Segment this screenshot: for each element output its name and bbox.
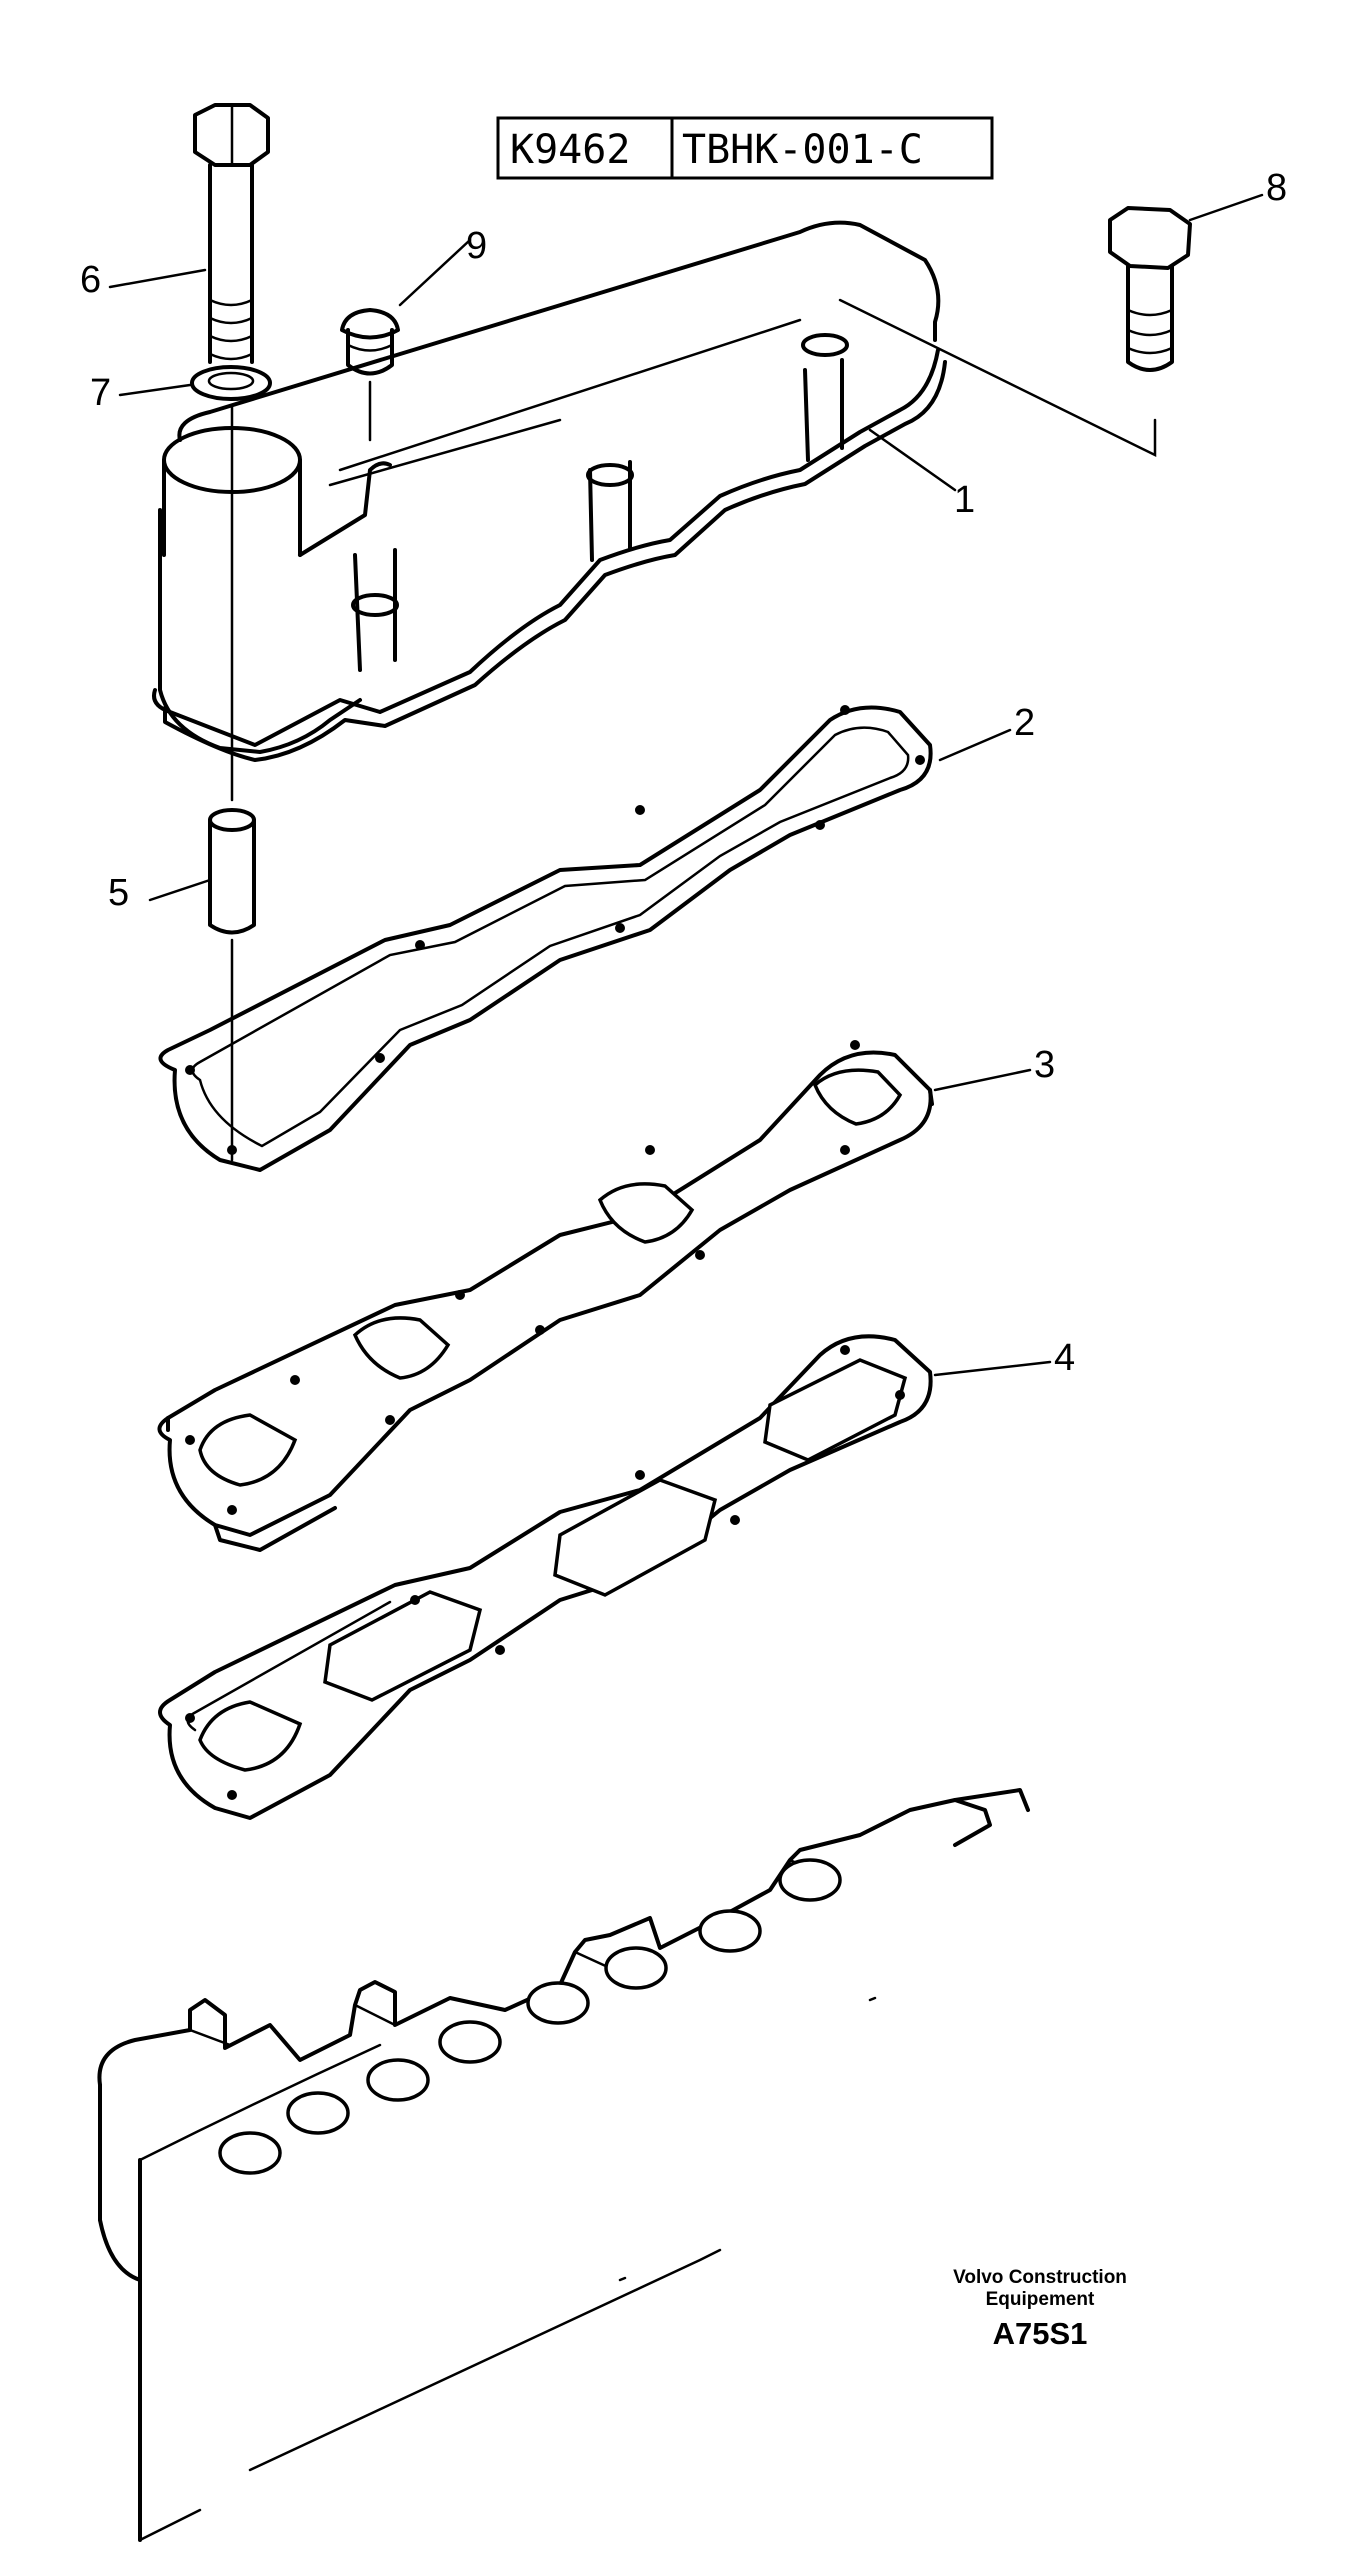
part-2-gasket <box>158 705 933 1172</box>
part-5-sleeve <box>208 808 256 1162</box>
callout-2: 2 <box>1014 702 1035 744</box>
part-3-gasket-plate <box>157 1040 934 1552</box>
part-9-plug <box>340 308 400 442</box>
part-1-valve-cover <box>152 220 947 802</box>
callout-4: 4 <box>1054 1337 1075 1379</box>
callout-5: 5 <box>108 872 129 914</box>
callout-6: 6 <box>80 259 101 301</box>
callout-numbers: 1 2 3 4 5 6 7 8 9 <box>80 167 1287 1379</box>
reference-box: K9462 TBHK-001-C <box>496 116 994 180</box>
callout-9: 9 <box>466 225 487 267</box>
part-6-long-bolt <box>193 103 270 364</box>
reference-part1: K9462 <box>510 127 630 173</box>
stray-marks <box>618 1996 877 2282</box>
callout-1: 1 <box>954 479 975 521</box>
brand-line-2: Equipement <box>985 2289 1095 2310</box>
callout-3: 3 <box>1034 1044 1055 1086</box>
leader-lines <box>108 193 1264 1377</box>
cylinder-head-block <box>97 1788 1030 2542</box>
part-7-washer <box>190 365 272 401</box>
callout-8: 8 <box>1266 167 1287 209</box>
reference-part2: TBHK-001-C <box>682 127 923 173</box>
callout-7: 7 <box>90 372 111 414</box>
manufacturer-caption: Volvo Construction Equipement A75S1 <box>900 2267 1180 2357</box>
part-8-short-bolt <box>1108 206 1192 372</box>
part-4-port-gasket <box>158 1334 933 1820</box>
figure-code: A75S1 <box>992 2316 1088 2351</box>
brand-line-1: Volvo Construction <box>953 2267 1127 2288</box>
